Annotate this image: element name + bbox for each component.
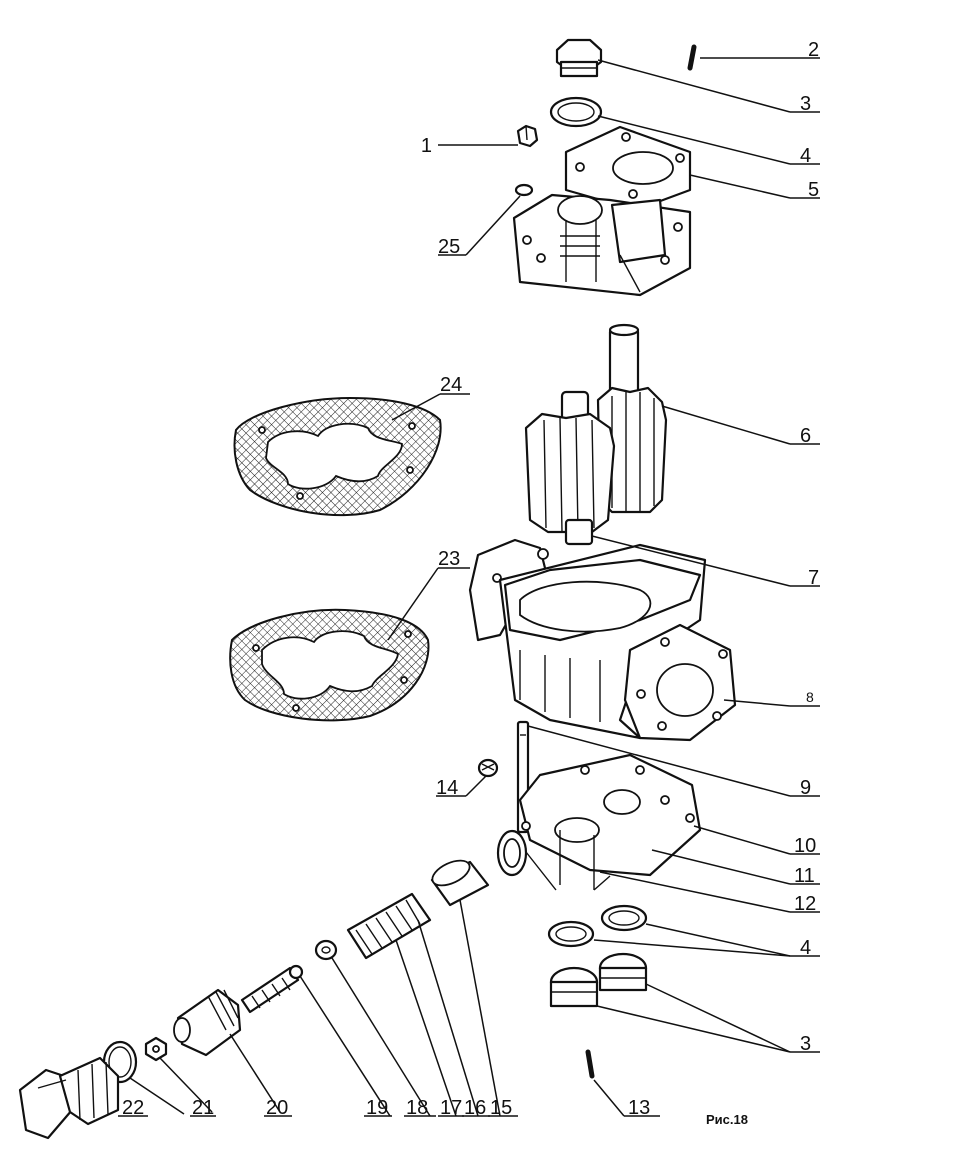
seal-ring-top [549, 96, 603, 128]
callout-1: 1 [421, 135, 432, 157]
seal-rings-bottom [547, 904, 648, 948]
callout-15: 15 [490, 1097, 512, 1119]
adjusting-screw [240, 964, 304, 1014]
callout-10: 10 [794, 835, 816, 857]
washer-small [514, 183, 534, 197]
callout-3-top: 3 [800, 93, 811, 115]
spring-washer [314, 939, 338, 961]
nut-small [516, 124, 539, 148]
spring [346, 892, 432, 960]
pin-bottom [585, 1049, 595, 1079]
callout-7: 7 [808, 567, 819, 589]
callout-25: 25 [438, 236, 460, 258]
callout-17: 17 [440, 1097, 462, 1119]
callout-21: 21 [192, 1097, 214, 1119]
callout-14: 14 [436, 777, 458, 799]
plug-top [555, 38, 603, 78]
callout-4-top: 4 [800, 145, 811, 167]
gasket-lower [229, 608, 430, 722]
callout-12: 12 [794, 893, 816, 915]
pin-top [687, 44, 697, 71]
callout-labels: 1 2 3 4 5 25 24 6 23 7 8 9 14 10 11 12 4… [122, 39, 819, 1127]
valve-sleeve [430, 859, 490, 907]
callout-5: 5 [808, 179, 819, 201]
figure-caption: Рис.18 [706, 1112, 748, 1127]
lock-nut [144, 1036, 168, 1062]
callout-4-bottom: 4 [800, 937, 811, 959]
leader-lines [118, 57, 820, 1117]
callout-6: 6 [800, 425, 811, 447]
valve-housing [173, 988, 242, 1057]
callout-20: 20 [266, 1097, 288, 1119]
gasket-upper [233, 396, 442, 517]
callout-2: 2 [808, 39, 819, 61]
plugs-bottom [549, 952, 648, 1008]
bottom-cover [496, 753, 702, 891]
callout-16: 16 [464, 1097, 486, 1119]
pump-body [468, 538, 737, 742]
callout-23: 23 [438, 548, 460, 570]
callout-22: 22 [122, 1097, 144, 1119]
callout-18: 18 [406, 1097, 428, 1119]
callout-8: 8 [806, 689, 814, 705]
gear-pair [524, 323, 668, 546]
top-cover [512, 125, 692, 297]
callout-19: 19 [366, 1097, 388, 1119]
callout-9: 9 [800, 777, 811, 799]
callout-3-bottom: 3 [800, 1033, 811, 1055]
cap-nut [18, 1056, 120, 1140]
grub-screw [477, 758, 499, 778]
callout-13: 13 [628, 1097, 650, 1119]
callout-11: 11 [794, 865, 815, 887]
callout-24: 24 [440, 374, 462, 396]
